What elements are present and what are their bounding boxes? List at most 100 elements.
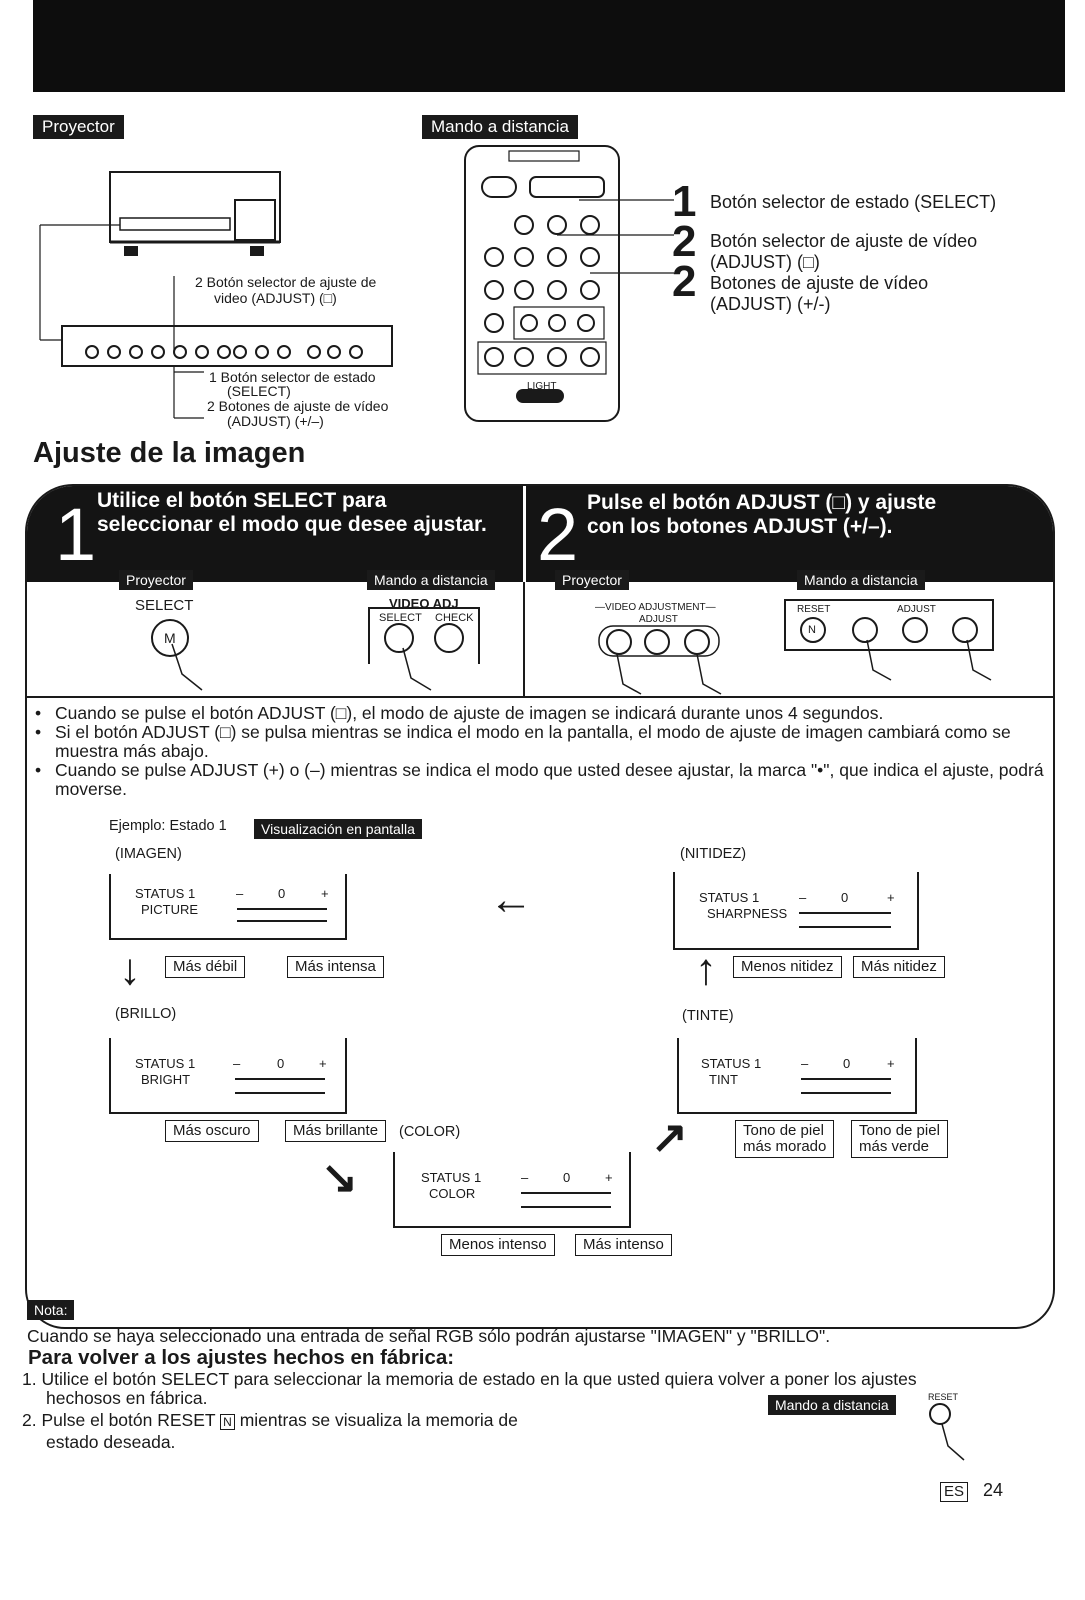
- section-imagen: (IMAGEN): [115, 846, 182, 862]
- label-mas-debil: Más débil: [165, 956, 246, 978]
- step2-remote-buttons: [784, 599, 994, 681]
- osd-picture-zero: 0: [278, 886, 286, 901]
- arrow-down-icon: ↓: [119, 945, 141, 994]
- factory-item2: 2. Pulse el botón RESET N mientras se vi…: [22, 1410, 518, 1430]
- step2-reset: RESET: [797, 604, 831, 615]
- osd-sharpness-plus: +: [887, 890, 895, 905]
- header-divider: [523, 486, 526, 582]
- arrow-up-right-icon: ↗: [651, 1113, 688, 1162]
- projector-tag: Proyector: [33, 115, 124, 139]
- callout-adjust-buttons: 2 Botones de ajuste de vídeo: [207, 398, 389, 414]
- factory-heading: Para volver a los ajustes hechos en fábr…: [28, 1346, 455, 1369]
- osd-sharpness-status: STATUS 1: [699, 890, 760, 905]
- step2-video-adjustment: —VIDEO ADJUSTMENT—: [595, 602, 716, 613]
- step1-remote-tag: Mando a distancia: [367, 570, 495, 590]
- callout-right-select: Botón selector de estado (SELECT): [710, 192, 997, 212]
- osd-picture: STATUS 1 PICTURE – 0 +: [109, 874, 347, 940]
- label-mas-oscuro: Más oscuro: [165, 1120, 259, 1142]
- factory-reset-label: RESET: [928, 1392, 959, 1402]
- callout-right-adjust-buttons: Botones de ajuste de vídeo: [710, 273, 929, 293]
- osd-sharpness-minus: –: [799, 890, 807, 905]
- reset-button-hand-icon: [929, 1403, 965, 1461]
- step1-select-label: SELECT: [135, 597, 194, 614]
- reset-n-icon: N: [220, 1414, 235, 1430]
- callout-select-b: (SELECT): [227, 383, 291, 399]
- osd-tint: STATUS 1 TINT – 0 +: [677, 1038, 917, 1114]
- osd-color: STATUS 1 COLOR – 0 +: [393, 1152, 631, 1228]
- screen-display-tag: Visualización en pantalla: [254, 819, 422, 839]
- nota-tag: Nota:: [27, 1300, 75, 1320]
- illustrations-vdivider: [523, 582, 525, 696]
- illustrations-divider: [27, 696, 1053, 698]
- arrow-left-icon: ←: [489, 875, 533, 924]
- factory-item1-b: hechosos en fábrica.: [46, 1388, 208, 1408]
- projector-control-panel: [40, 276, 393, 419]
- projector-illustration: [39, 171, 281, 340]
- steps-panel: 1 Utilice el botón SELECT para seleccion…: [25, 484, 1055, 1329]
- osd-color-plus: +: [605, 1170, 613, 1185]
- arrow-up-icon: ↑: [695, 945, 717, 994]
- callout-select: 1 Botón selector de estado: [209, 369, 376, 385]
- osd-bright-minus: –: [233, 1056, 241, 1071]
- step2-projector-tag: Proyector: [555, 570, 629, 590]
- callout-right-adjust-buttons-b: (ADJUST) (+/-): [710, 294, 831, 314]
- osd-bright: STATUS 1 BRIGHT – 0 +: [109, 1038, 347, 1114]
- bullet-3: •Cuando se pulse ADJUST (+) o (–) mientr…: [35, 760, 1044, 799]
- osd-sharpness-name: SHARPNESS: [707, 906, 788, 921]
- step2-remote-tag: Mando a distancia: [797, 570, 925, 590]
- osd-bright-status: STATUS 1: [135, 1056, 196, 1071]
- nota-text: Cuando se haya seleccionado una entrada …: [27, 1326, 831, 1346]
- step2-projector-buttons: [598, 625, 722, 695]
- label-mas-intenso: Más intenso: [575, 1234, 672, 1256]
- osd-tint-status: STATUS 1: [701, 1056, 762, 1071]
- callout-adjust-selector: 2 Botón selector de ajuste de: [195, 274, 377, 290]
- arrow-down-right-icon: ↘: [321, 1153, 358, 1202]
- osd-color-status: STATUS 1: [421, 1170, 482, 1185]
- callout-adjust-buttons-b: (ADJUST) (+/–): [227, 413, 324, 429]
- bullet-1: •Cuando se pulse el botón ADJUST (□), el…: [35, 703, 884, 723]
- step2-adjust: ADJUST: [639, 614, 678, 625]
- osd-tint-minus: –: [801, 1056, 809, 1071]
- step2-line2: con los botones ADJUST (+/–).: [587, 515, 893, 538]
- osd-tint-zero: 0: [843, 1056, 851, 1071]
- example-label: Ejemplo: Estado 1: [109, 818, 227, 834]
- step1-remote-check: CHECK: [435, 612, 474, 624]
- label-menos-intenso: Menos intenso: [441, 1234, 555, 1256]
- osd-bright-name: BRIGHT: [141, 1072, 191, 1087]
- label-mas-brillante: Más brillante: [285, 1120, 387, 1142]
- step1-remote-buttons: [368, 607, 480, 691]
- step2-n-icon: N: [808, 624, 816, 636]
- osd-sharpness-zero: 0: [841, 890, 849, 905]
- page-number: 24: [983, 1480, 1004, 1500]
- step1-select-button: [151, 619, 203, 691]
- step1-projector-tag: Proyector: [119, 570, 193, 590]
- osd-color-name: COLOR: [429, 1186, 476, 1201]
- factory-remote-tag: Mando a distancia: [768, 1395, 896, 1415]
- callout-num-2b: 2: [672, 257, 697, 306]
- bullet-2: •Si el botón ADJUST (□) se pulsa mientra…: [35, 722, 1011, 761]
- osd-picture-status: STATUS 1: [135, 886, 196, 901]
- osd-picture-plus: +: [321, 886, 329, 901]
- page-title: Ajuste de la imagen: [33, 437, 306, 469]
- osd-tint-plus: +: [887, 1056, 895, 1071]
- osd-color-zero: 0: [563, 1170, 571, 1185]
- osd-picture-minus: –: [236, 886, 244, 901]
- callout-right-adjust: Botón selector de ajuste de vídeo: [710, 231, 978, 251]
- osd-bright-plus: +: [319, 1056, 327, 1071]
- step1-m-label: M: [164, 630, 176, 646]
- section-color: (COLOR): [399, 1124, 461, 1140]
- osd-sharpness: STATUS 1 SHARPNESS – 0 +: [673, 872, 919, 950]
- callout-right-adjust-b: (ADJUST) (□): [710, 252, 820, 272]
- remote-light-label: LIGHT: [527, 381, 557, 392]
- factory-item1: 1. Utilice el botón SELECT para seleccio…: [22, 1369, 917, 1389]
- steps-header: 1 Utilice el botón SELECT para seleccion…: [27, 486, 1053, 582]
- callout-num-2a: 2: [672, 217, 697, 266]
- factory-item2-b: estado deseada.: [46, 1432, 176, 1452]
- label-menos-nitidez: Menos nitidez: [733, 956, 842, 978]
- osd-bright-zero: 0: [277, 1056, 285, 1071]
- step2-line1: Pulse el botón ADJUST (□) y ajuste: [587, 491, 937, 514]
- step1-line2: seleccionar el modo que desee ajustar.: [97, 513, 487, 536]
- section-nitidez: (NITIDEZ): [680, 846, 747, 862]
